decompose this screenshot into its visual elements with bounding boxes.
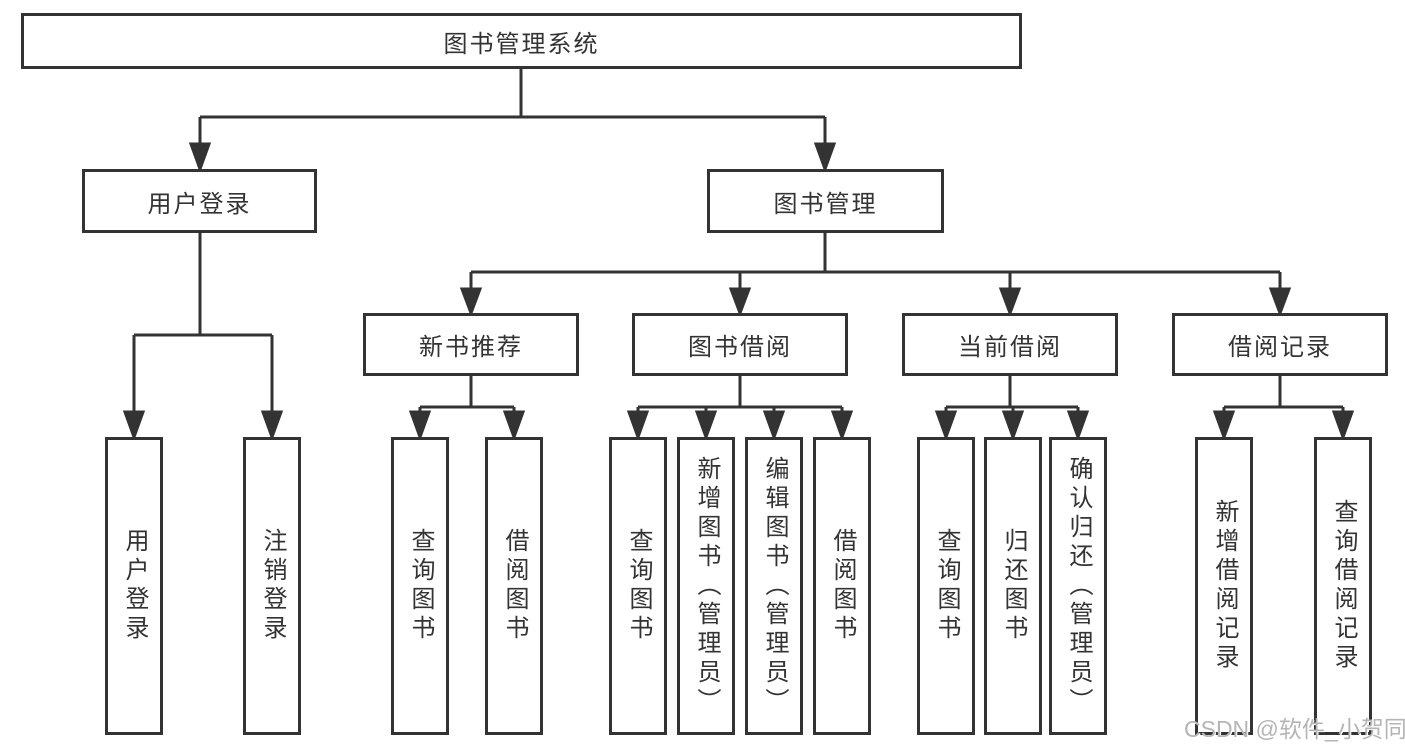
arrow-down-icon [1066,410,1090,442]
node-new-book-recommendation: 新书推荐 [363,313,579,376]
arrow-down-icon [502,410,526,442]
leaf-return-books-label: 归还图书 [1000,528,1027,644]
node-root-label: 图书管理系统 [443,30,600,58]
arrow-down-icon [934,410,958,442]
arrow-down-icon [1268,287,1292,318]
leaf-logout-login-label: 注销登录 [259,528,286,644]
node-root: 图书管理系统 [21,13,1022,69]
leaf-query-borrow-record: 查询借阅记录 [1314,437,1372,735]
arrow-down-icon [830,410,854,442]
node-user-login-label: 用户登录 [147,190,252,218]
leaf-query-books-borrowing-label: 查询图书 [625,528,652,644]
leaf-query-books-current-label: 查询图书 [933,528,960,644]
leaf-query-books-recommend-label: 查询图书 [407,528,434,644]
arrow-down-icon [728,287,752,318]
node-book-borrowing-label: 图书借阅 [688,334,792,361]
leaf-add-borrow-record-label: 新增借阅记录 [1211,499,1238,673]
node-user-login: 用户登录 [82,169,317,233]
arrow-down-icon [1212,410,1236,442]
node-book-borrowing: 图书借阅 [632,313,848,376]
leaf-edit-book-admin-label: 编辑图书（管理员） [761,455,788,717]
arrow-down-icon [260,410,284,442]
arrow-down-icon [459,287,483,318]
node-new-book-recommendation-label: 新书推荐 [419,334,523,361]
leaf-query-books-current: 查询图书 [917,437,975,735]
connector-book-borrowing-children [626,376,854,442]
leaf-borrow-books-borrowing: 借阅图书 [813,437,871,735]
connector-new-book-recommendation-children [408,376,526,442]
connector-root-to-level2 [188,69,837,174]
leaf-confirm-return-admin-label: 确认归还（管理员） [1065,455,1092,717]
arrow-down-icon [1331,410,1355,442]
node-borrowing-records-label: 借阅记录 [1228,334,1332,361]
connector-borrowing-records-children [1212,376,1355,442]
leaf-borrow-books-recommend-label: 借阅图书 [501,528,528,644]
arrow-down-icon [188,142,212,174]
leaf-add-book-admin-label: 新增图书（管理员） [693,455,720,717]
connector-book-management-to-level3 [459,233,1292,318]
node-current-borrowing-label: 当前借阅 [958,334,1062,361]
leaf-return-books: 归还图书 [984,437,1042,735]
leaf-query-books-recommend: 查询图书 [391,437,449,735]
arrow-down-icon [813,142,837,174]
leaf-add-borrow-record: 新增借阅记录 [1195,437,1253,735]
node-book-management-label: 图书管理 [773,190,878,218]
node-borrowing-records: 借阅记录 [1172,313,1388,376]
arrow-down-icon [694,410,718,442]
leaf-user-login-label: 用户登录 [121,528,148,644]
leaf-query-borrow-record-label: 查询借阅记录 [1330,499,1357,673]
arrow-down-icon [408,410,432,442]
arrow-down-icon [122,410,146,442]
leaf-logout-login: 注销登录 [243,437,301,735]
connector-user-login-children [122,233,284,442]
arrow-down-icon [998,287,1022,318]
leaf-user-login: 用户登录 [105,437,163,735]
leaf-add-book-admin: 新增图书（管理员） [677,437,735,735]
leaf-edit-book-admin: 编辑图书（管理员） [745,437,803,735]
arrow-down-icon [626,410,650,442]
leaf-borrow-books-borrowing-label: 借阅图书 [829,528,856,644]
leaf-confirm-return-admin: 确认归还（管理员） [1049,437,1107,735]
leaf-query-books-borrowing: 查询图书 [609,437,667,735]
arrow-down-icon [1001,410,1025,442]
node-current-borrowing: 当前借阅 [902,313,1118,376]
node-book-management: 图书管理 [707,169,944,233]
leaf-borrow-books-recommend: 借阅图书 [485,437,543,735]
csdn-watermark: CSDN @软件_小贺同学 [1184,716,1405,742]
arrow-down-icon [762,410,786,442]
connector-current-borrowing-children [934,376,1090,442]
